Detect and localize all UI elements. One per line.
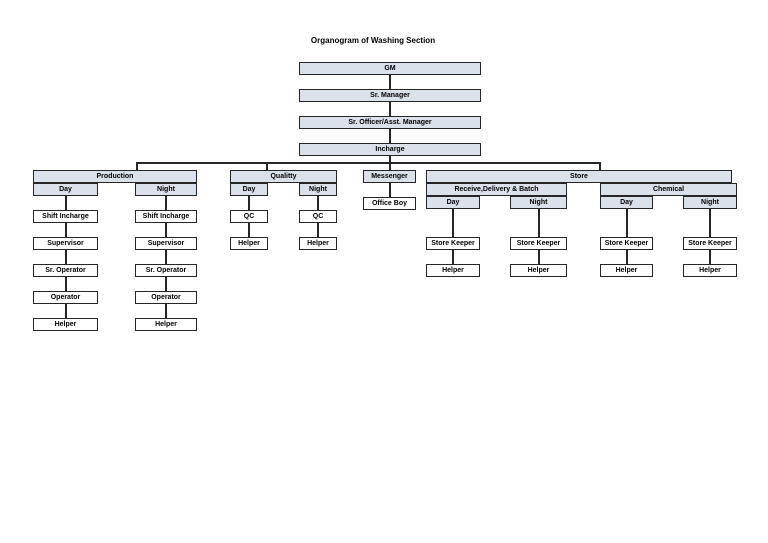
node-chemical-day-helper: Helper <box>600 264 653 277</box>
connector-line <box>317 223 319 237</box>
node-quality-day-helper: Helper <box>230 237 268 250</box>
connector-line <box>538 209 540 237</box>
node-rdb-night: Night <box>510 196 567 209</box>
connector-line <box>626 209 628 237</box>
node-production-day-shift-incharge: Shift Incharge <box>33 210 98 223</box>
node-production-day-supervisor: Supervisor <box>33 237 98 250</box>
connector-line <box>266 162 268 170</box>
connector-line <box>538 250 540 264</box>
node-production: Production <box>33 170 197 183</box>
node-sr-manager: Sr. Manager <box>299 89 481 102</box>
node-quality-night-qc: QC <box>299 210 337 223</box>
connector-line <box>389 102 391 116</box>
node-gm: GM <box>299 62 481 75</box>
connector-line <box>709 209 711 237</box>
node-rdb-night-store-keeper: Store Keeper <box>510 237 567 250</box>
connector-line <box>248 223 250 237</box>
connector-line <box>626 250 628 264</box>
connector-line <box>65 277 67 291</box>
connector-line <box>65 223 67 237</box>
node-production-night-helper: Helper <box>135 318 197 331</box>
node-sr-officer-asst-manager: Sr. Officer/Asst. Manager <box>299 116 481 129</box>
connector-line <box>452 209 454 237</box>
connector-line <box>65 304 67 318</box>
connector-line <box>136 162 601 164</box>
node-production-night: Night <box>135 183 197 196</box>
connector-line <box>165 223 167 237</box>
node-quality-day: Day <box>230 183 268 196</box>
node-quality: Qualitty <box>230 170 337 183</box>
connector-line <box>599 162 601 170</box>
connector-line <box>165 304 167 318</box>
node-messenger: Messenger <box>363 170 416 183</box>
node-chemical: Chemical <box>600 183 737 196</box>
node-chemical-day: Day <box>600 196 653 209</box>
connector-line <box>389 75 391 89</box>
node-store: Store <box>426 170 732 183</box>
connector-line <box>317 196 319 210</box>
connector-line <box>389 129 391 143</box>
node-production-night-sr-operator: Sr. Operator <box>135 264 197 277</box>
node-quality-night-helper: Helper <box>299 237 337 250</box>
node-production-day-helper: Helper <box>33 318 98 331</box>
node-production-day-operator: Operator <box>33 291 98 304</box>
connector-line <box>65 196 67 210</box>
connector-line <box>709 250 711 264</box>
connector-line <box>389 183 391 197</box>
node-production-night-supervisor: Supervisor <box>135 237 197 250</box>
node-office-boy: Office Boy <box>363 197 416 210</box>
node-production-day-sr-operator: Sr. Operator <box>33 264 98 277</box>
node-rdb-day-helper: Helper <box>426 264 480 277</box>
connector-line <box>165 277 167 291</box>
node-receive-delivery-batch: Receive,Delivery & Batch <box>426 183 567 196</box>
node-rdb-day-store-keeper: Store Keeper <box>426 237 480 250</box>
chart-title: Organogram of Washing Section <box>310 36 436 45</box>
node-quality-night: Night <box>299 183 337 196</box>
connector-line <box>165 196 167 210</box>
node-quality-day-qc: QC <box>230 210 268 223</box>
connector-line <box>136 162 138 170</box>
connector-line <box>165 250 167 264</box>
node-production-night-operator: Operator <box>135 291 197 304</box>
node-rdb-night-helper: Helper <box>510 264 567 277</box>
node-chemical-night-store-keeper: Store Keeper <box>683 237 737 250</box>
node-chemical-day-store-keeper: Store Keeper <box>600 237 653 250</box>
connector-line <box>248 196 250 210</box>
node-incharge: Incharge <box>299 143 481 156</box>
node-production-night-shift-incharge: Shift Incharge <box>135 210 197 223</box>
connector-line <box>452 250 454 264</box>
node-production-day: Day <box>33 183 98 196</box>
connector-line <box>65 250 67 264</box>
node-chemical-night-helper: Helper <box>683 264 737 277</box>
node-rdb-day: Day <box>426 196 480 209</box>
node-chemical-night: Night <box>683 196 737 209</box>
